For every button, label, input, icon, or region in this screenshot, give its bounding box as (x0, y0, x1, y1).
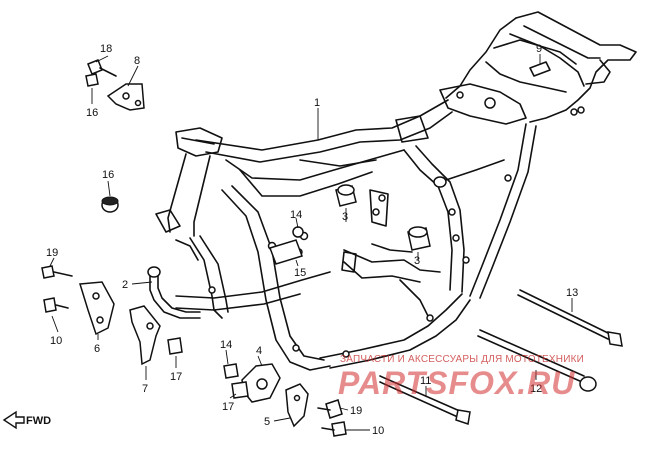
bolt-19-right (317, 399, 343, 419)
frame-bushing-upper (433, 176, 447, 188)
watermark-logo: PARTSFOX.RU (338, 365, 575, 401)
callout-11: 11 (420, 375, 431, 387)
callout-6: 6 (94, 343, 100, 355)
callout-10-left: 10 (50, 335, 62, 347)
bolt-19-left (41, 265, 73, 279)
callout-7: 7 (142, 383, 148, 395)
callout-16-mid: 16 (102, 169, 114, 181)
callout-12: 12 (530, 383, 542, 395)
callout-3-right: 3 (414, 255, 420, 267)
bracket-15 (269, 239, 303, 265)
callout-5: 5 (264, 416, 270, 428)
nut-14-mid (292, 226, 304, 238)
long-bolt-12 (477, 329, 597, 392)
long-bolt-13 (517, 289, 623, 347)
rubber-bushing-right (407, 226, 431, 251)
bracket-8 (106, 83, 145, 111)
fwd-label: FWD (26, 415, 51, 427)
callout-17-lower: 17 (222, 401, 234, 413)
watermark-caption: ЗАПЧАСТИ И АКСЕССУАРЫ ДЛЯ МОТОТЕХНИКИ (340, 354, 584, 365)
rubber-bushing-left (335, 184, 357, 207)
bracket-5 (285, 383, 309, 428)
callout-13: 13 (566, 287, 578, 299)
watermark: ЗАПЧАСТИ И АКСЕССУАРЫ ДЛЯ МОТОТЕХНИКИ PA… (338, 354, 584, 401)
nut-10-left (43, 297, 69, 313)
callout-14-lower: 14 (220, 339, 232, 351)
callout-9: 9 (536, 43, 542, 55)
callout-16-upper: 16 (86, 107, 98, 119)
nut-16-upper (85, 73, 99, 87)
callout-8: 8 (134, 55, 140, 67)
callout-19-right: 19 (350, 405, 362, 417)
nut-10-right (321, 421, 347, 437)
stand-pipe-2 (147, 266, 201, 319)
fwd-arrow-icon (2, 410, 25, 430)
bolt-18 (87, 59, 117, 77)
callout-numbers: 1 2 3 3 4 5 6 7 8 9 10 10 11 12 13 14 14… (46, 43, 578, 437)
nut-17-left (167, 337, 183, 355)
callout-18: 18 (100, 43, 112, 55)
fwd-indicator: FWD (2, 410, 51, 430)
callout-1: 1 (314, 97, 320, 109)
nut-14-lower (223, 363, 239, 379)
callout-2: 2 (122, 279, 128, 291)
main-frame (155, 11, 637, 371)
long-bolt-11 (379, 375, 471, 425)
callout-19-left: 19 (46, 247, 58, 259)
nut-16-lower (101, 196, 119, 213)
leader-lines (49, 54, 573, 431)
callout-10-right: 10 (372, 425, 384, 437)
callout-15: 15 (294, 267, 306, 279)
callout-3-left: 3 (342, 211, 348, 223)
bracket-7 (129, 305, 161, 366)
engine-plate-6 (79, 281, 115, 336)
callout-17-left: 17 (170, 371, 182, 383)
callout-14-mid: 14 (290, 209, 302, 221)
callout-4: 4 (256, 345, 262, 357)
